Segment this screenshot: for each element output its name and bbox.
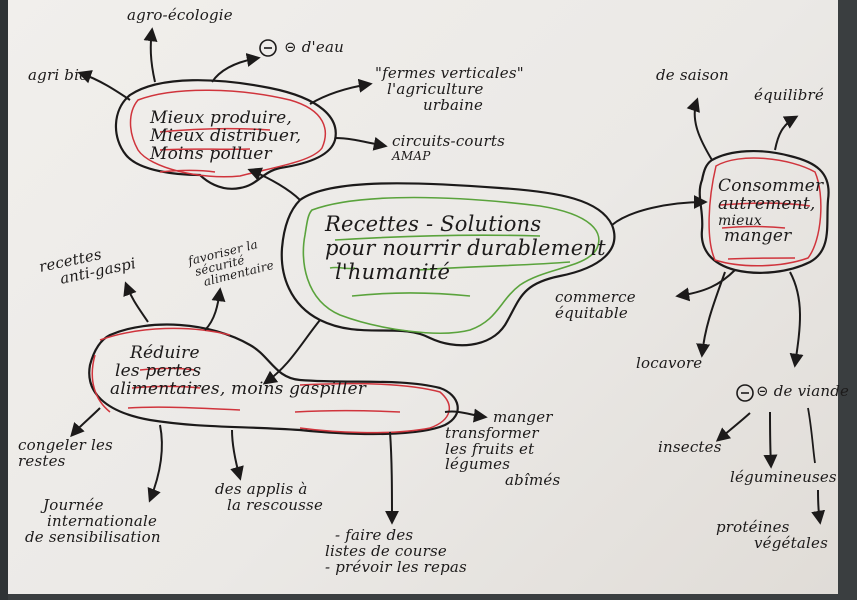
leaf-congeler-restes: congeler les restes	[18, 436, 113, 470]
leaf-applis: des applis à la rescousse	[215, 480, 324, 514]
manger-line-3: les fruits et	[445, 439, 535, 458]
listes-line-2: listes de course	[325, 541, 447, 560]
manger-line-1: manger	[493, 408, 553, 426]
node-produce: Mieux produire, Mieux distribuer, Moins …	[150, 108, 302, 164]
center-bubble-green	[302, 196, 600, 334]
leaf-manger-transformer: manger transformer les fruits et légumes…	[445, 408, 561, 489]
center-line-3: l'humanité	[335, 260, 451, 285]
reduce-bubble-outline	[88, 323, 459, 436]
consume-line-2: autrement,	[718, 193, 816, 214]
applis-line-1: des applis à	[215, 480, 308, 498]
produce-bubble-outline	[114, 79, 337, 190]
listes-line-1: - faire des	[335, 526, 414, 544]
leaf-equilibre: équilibré	[754, 86, 824, 104]
congeler-line-1: congeler les	[18, 436, 113, 454]
leaf-journee-internationale: Journée internationale de sensibilisatio…	[25, 496, 161, 546]
circuits-line-1: circuits-courts	[392, 132, 506, 150]
consume-line-1: Consommer	[718, 176, 824, 196]
consume-line-4: manger	[724, 226, 792, 247]
produce-line-3: Moins polluer	[150, 143, 272, 164]
node-reduce: Réduire les pertes alimentaires, moins g…	[110, 343, 367, 399]
journee-line-3: de sensibilisation	[25, 527, 161, 546]
manger-line-2: transformer	[445, 423, 539, 442]
leaf-fermes-verticales: "fermes verticales" l'agriculture urbain…	[375, 64, 524, 114]
fermes-line-1: "fermes verticales"	[375, 64, 524, 82]
commerce-line-2: équitable	[555, 303, 628, 322]
leaf-locavore: locavore	[636, 354, 703, 372]
commerce-line-1: commerce	[555, 288, 636, 306]
reduce-line-3: alimentaires, moins gaspiller	[110, 378, 367, 399]
journee-line-1: Journée	[43, 496, 104, 514]
leaf-agro-ecologie: agro-écologie	[127, 6, 233, 24]
circuits-line-2: AMAP	[392, 148, 431, 163]
arrow-center-to-reduce	[262, 319, 321, 385]
reduce-line-1: Réduire	[130, 343, 200, 363]
leaf-commerce-equitable: commerce équitable	[555, 288, 636, 322]
leaf-listes-courses: - faire des listes de course - prévoir l…	[325, 526, 467, 576]
fermes-line-3: urbaine	[423, 95, 484, 114]
produce-bubble-red	[129, 89, 326, 178]
congeler-line-2: restes	[18, 451, 66, 470]
applis-line-2: la rescousse	[227, 495, 324, 514]
center-topic: Recettes - Solutions pour nourrir durabl…	[325, 212, 606, 284]
manger-line-5: abîmés	[505, 471, 561, 489]
consume-bubble-red	[708, 157, 822, 267]
listes-line-3: - prévoir les repas	[325, 557, 467, 576]
proteines-line-1: protéines	[716, 518, 790, 536]
reduce-line-2: les pertes	[115, 360, 202, 381]
leaf-de-saison: de saison	[656, 66, 729, 84]
manger-line-4: légumes	[445, 455, 511, 474]
consume-line-3: mieux	[718, 212, 762, 229]
photo-background-edge	[0, 0, 8, 600]
leaf-legumineuses: légumineuses	[730, 468, 837, 486]
journee-line-2: internationale	[47, 511, 158, 530]
center-bubble-outline	[280, 182, 616, 347]
leaf-agri-bio: agri bio	[28, 66, 89, 84]
arrow-center-to-produce	[247, 167, 301, 201]
leaf-moins-eau-text: ⊝ d'eau	[284, 38, 344, 56]
node-consume: Consommer autrement, mieux manger	[718, 176, 824, 247]
consume-bubble-outline	[698, 149, 830, 274]
proteines-line-2: végétales	[754, 533, 828, 552]
leaf-proteines-vegetales: protéines végétales	[716, 518, 828, 552]
leaf-moins-eau: ⊝ d'eau	[280, 38, 344, 56]
fermes-line-2: l'agriculture	[387, 79, 484, 98]
leaf-insectes: insectes	[658, 438, 722, 456]
arrow-center-to-consume	[611, 195, 708, 226]
leaf-circuits-courts: circuits-courts AMAP	[392, 132, 506, 163]
leaf-moins-viande: ⊝ de viande	[756, 382, 850, 400]
produce-line-1: Mieux produire,	[150, 108, 292, 128]
center-line-1: Recettes - Solutions	[325, 212, 542, 236]
center-line-2: pour nourrir durablement	[325, 236, 606, 261]
produce-line-2: Mieux distribuer,	[150, 125, 302, 146]
